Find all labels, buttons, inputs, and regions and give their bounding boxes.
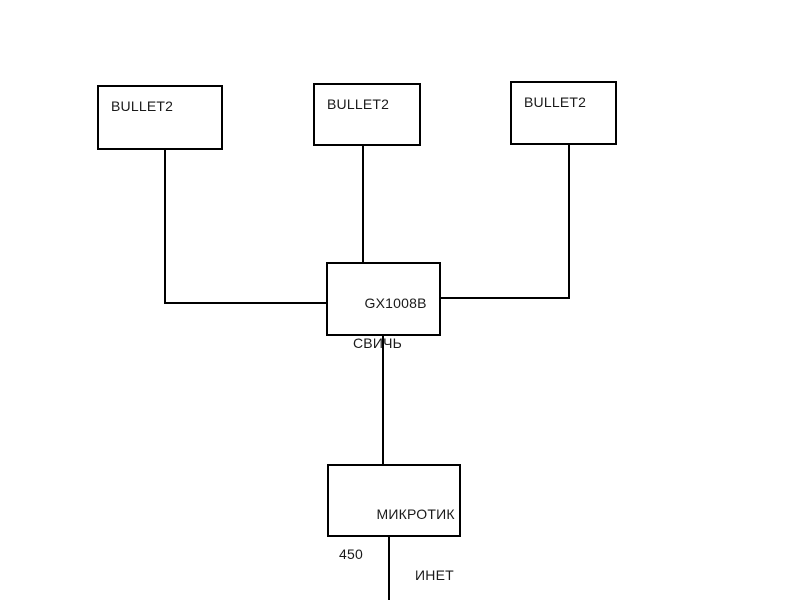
edge-bullet2-left-vertical [164,150,166,304]
node-bullet2-center[interactable]: BULLET2 [313,83,421,146]
node-bullet2-right[interactable]: BULLET2 [510,81,617,145]
edge-mikrotik-to-internet-vertical [388,535,390,600]
internet-label: ИНЕТ [415,567,454,583]
edge-bullet2-right-horizontal [439,297,570,299]
node-switch-label: GX1008B СВИЧЬ [340,273,427,393]
node-mikrotik-label: МИКРОТИК 450 [339,484,455,600]
node-bullet2-center-label: BULLET2 [327,96,390,112]
edge-bullet2-left-horizontal [164,302,328,304]
node-mikrotik-label-line2: 450 [339,546,363,562]
node-switch[interactable]: GX1008B СВИЧЬ [326,262,441,351]
edge-switch-to-mikrotik-vertical [382,334,384,466]
node-bullet2-left-label: BULLET2 [111,98,174,114]
node-bullet2-left[interactable]: BULLET2 [97,85,223,150]
node-mikrotik[interactable]: МИКРОТИК 450 [327,464,461,562]
node-bullet2-right-label: BULLET2 [524,94,587,110]
node-mikrotik-label-line1: МИКРОТИК [376,506,455,522]
node-switch-label-line1: GX1008B [364,295,427,311]
edge-bullet2-center-vertical [362,146,364,264]
edge-bullet2-right-vertical [568,145,570,299]
node-switch-label-line2: СВИЧЬ [353,335,403,351]
